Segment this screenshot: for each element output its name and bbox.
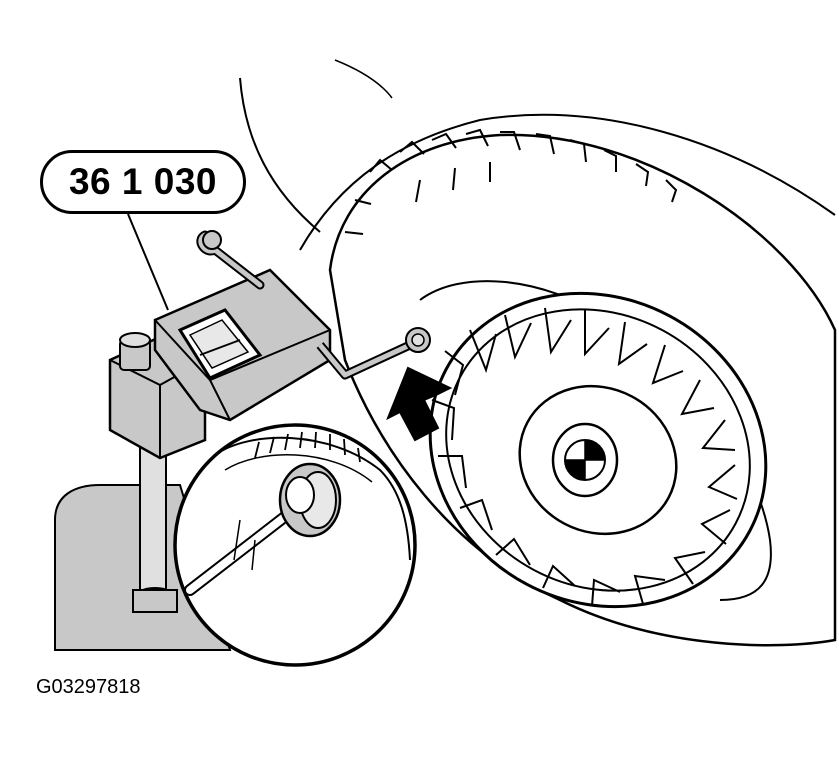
detail-teeth	[254, 431, 361, 463]
tire-tread	[344, 128, 678, 235]
figure-id: G03297818	[36, 676, 141, 698]
detail-magnifier	[173, 423, 417, 667]
tool-number-label: 36 1 030	[68, 161, 218, 202]
callout-leader	[127, 213, 169, 311]
tool-number-callout: 36 1 030	[40, 150, 246, 214]
wheel-rim	[428, 291, 768, 609]
wheel-spokes	[431, 307, 738, 607]
gauge-tool	[108, 230, 431, 460]
arrow-icon	[386, 366, 453, 442]
brand-logo-icon	[564, 439, 606, 481]
fender-lines	[239, 59, 836, 251]
